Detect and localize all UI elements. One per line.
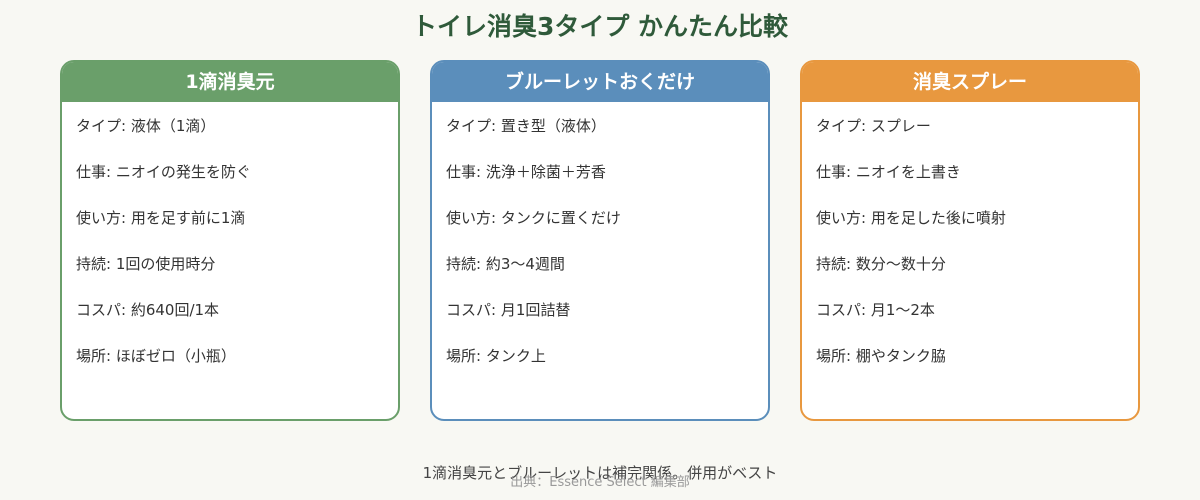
- card-1-drop-deodorizer: 1滴消臭元 タイプ: 液体（1滴） 仕事: ニオイの発生を防ぐ 使い方: 用を足…: [60, 60, 400, 421]
- card-row-usage: 使い方: タンクに置くだけ: [446, 209, 621, 227]
- card-row-type: タイプ: 置き型（液体）: [446, 117, 606, 135]
- card-header: 1滴消臭元: [62, 62, 398, 102]
- card-row-job: 仕事: ニオイを上書き: [816, 163, 961, 181]
- card-row-place: 場所: タンク上: [446, 347, 546, 365]
- card-row-job: 仕事: ニオイの発生を防ぐ: [76, 163, 251, 181]
- footer-note: 1滴消臭元とブルーレットは補完関係。併用がベスト: [422, 464, 778, 482]
- card-row-usage: 使い方: 用を足す前に1滴: [76, 209, 246, 227]
- page-title: トイレ消臭3タイプ かんたん比較: [411, 12, 789, 41]
- card-row-duration: 持続: 1回の使用時分: [76, 255, 216, 273]
- card-row-duration: 持続: 数分〜数十分: [816, 255, 946, 273]
- card-row-usage: 使い方: 用を足した後に噴射: [816, 209, 1006, 227]
- card-row-job: 仕事: 洗浄＋除菌＋芳香: [446, 163, 606, 181]
- source-credit: 出典：Essence Select 編集部: [510, 475, 690, 490]
- card-row-cost: コスパ: 月1回詰替: [446, 301, 571, 319]
- card-deodorant-spray: 消臭スプレー タイプ: スプレー 仕事: ニオイを上書き 使い方: 用を足した後…: [800, 60, 1140, 421]
- card-row-cost: コスパ: 約640回/1本: [76, 301, 220, 319]
- card-bluelet-okudake: ブルーレットおくだけ タイプ: 置き型（液体） 仕事: 洗浄＋除菌＋芳香 使い方…: [430, 60, 770, 421]
- card-row-place: 場所: ほぼゼロ（小瓶）: [76, 347, 236, 365]
- card-header: 消臭スプレー: [802, 62, 1138, 102]
- card-row-place: 場所: 棚やタンク脇: [816, 347, 946, 365]
- card-row-type: タイプ: スプレー: [816, 117, 931, 135]
- card-row-type: タイプ: 液体（1滴）: [76, 117, 216, 135]
- card-row-duration: 持続: 約3〜4週間: [446, 255, 565, 273]
- card-row-cost: コスパ: 月1〜2本: [816, 301, 935, 319]
- card-header: ブルーレットおくだけ: [432, 62, 768, 102]
